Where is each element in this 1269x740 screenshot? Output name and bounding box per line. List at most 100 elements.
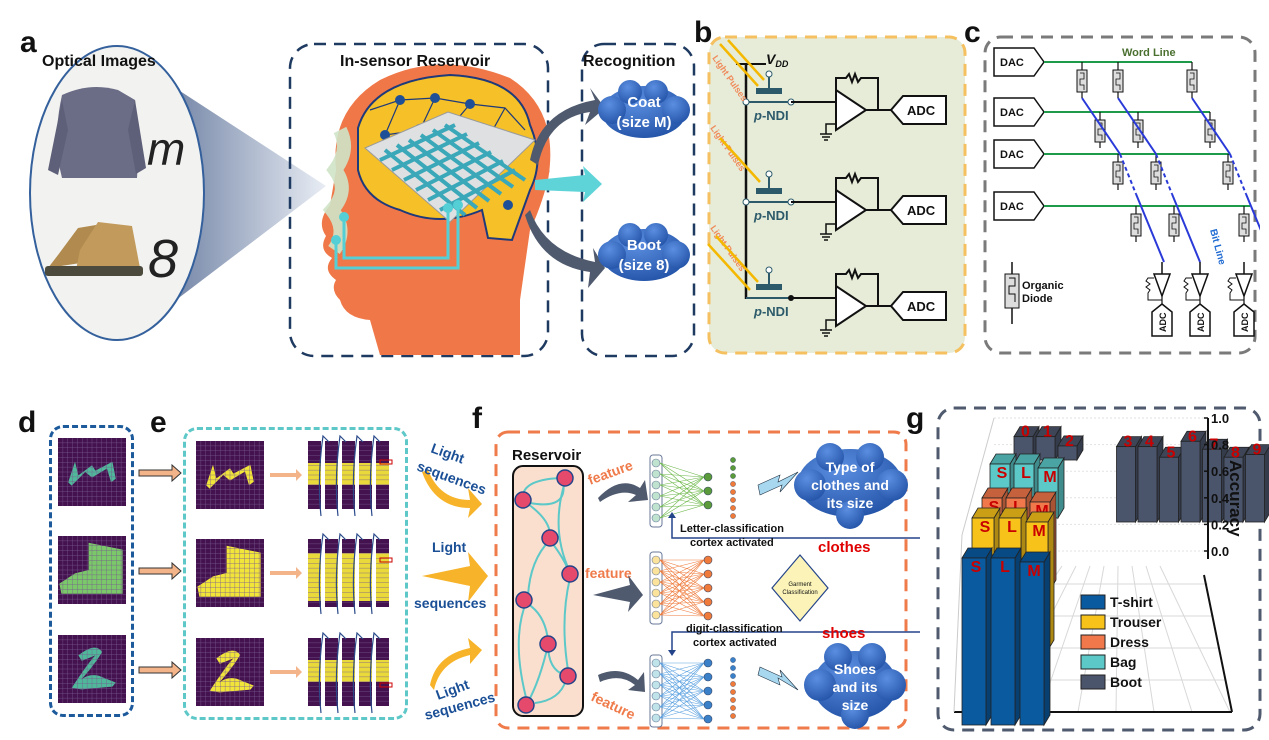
panel-a-label: a <box>20 26 37 59</box>
dac-4: DAC <box>993 191 1045 221</box>
svg-text:DAC: DAC <box>1000 149 1024 161</box>
bar-label: 5 <box>1167 444 1176 461</box>
light-arrow-bot <box>430 638 482 690</box>
svg-text:Classification: Classification <box>782 590 817 596</box>
svg-text:p-NDI: p-NDI <box>753 108 789 123</box>
input-image-2 <box>58 536 126 604</box>
reservoir-nodes <box>514 469 579 714</box>
panel-e-label: e <box>150 406 167 439</box>
svg-text:Shoes: Shoes <box>834 661 876 677</box>
svg-text:feature: feature <box>585 565 632 581</box>
t-shirt-bar-M: M <box>1019 550 1051 727</box>
svg-text:DAC: DAC <box>1000 57 1024 69</box>
bar-label: S <box>989 499 1000 516</box>
svg-text:shoes: shoes <box>822 625 865 642</box>
lightning-bot <box>757 666 799 691</box>
bar-label: L <box>1013 499 1023 516</box>
svg-text:Letter-classification: Letter-classification <box>680 523 784 535</box>
y-tick-label: 0.6 <box>1211 464 1229 479</box>
panel-d-box <box>49 425 134 717</box>
svg-text:Garment: Garment <box>788 582 812 588</box>
bar-label: M <box>1032 523 1045 540</box>
svg-text:ADC: ADC <box>1240 312 1250 332</box>
nn-layer-3 <box>649 654 736 728</box>
legend-label: Dress <box>1110 634 1149 650</box>
panel-f-label: f <box>472 402 482 435</box>
dac-1: DAC <box>993 47 1045 77</box>
binarized-image-1 <box>196 441 264 509</box>
svg-text:Organic: Organic <box>1022 280 1064 292</box>
bar-label: 6 <box>1188 428 1197 445</box>
panel-de-images <box>58 434 393 714</box>
svg-text:cortex activated: cortex activated <box>693 637 777 649</box>
cloud-type-of-clothes: Type of clothes and its size <box>794 443 908 529</box>
svg-text:Coat: Coat <box>627 94 660 111</box>
svg-text:Light: Light <box>432 539 467 555</box>
legend-label: T-shirt <box>1110 594 1153 610</box>
svg-text:clothes: clothes <box>818 539 871 556</box>
optical-cone <box>160 78 326 300</box>
arrow-d-to-e <box>138 561 182 581</box>
panel-a-diagram: m 8 Optical Images In-sensor R <box>29 42 696 358</box>
y-tick-label: 0.2 <box>1211 517 1229 532</box>
svg-text:and its: and its <box>832 679 877 695</box>
bar-label: S <box>971 559 982 576</box>
panel-f-network: Light sequences Light sequences Light se… <box>414 430 920 730</box>
light-wave <box>322 126 351 255</box>
recognition-title: Recognition <box>583 53 675 70</box>
svg-text:digit-classification: digit-classification <box>686 623 783 635</box>
y-tick-label: 0.8 <box>1211 438 1229 453</box>
svg-text:ADC: ADC <box>907 103 936 118</box>
bar-label: 4 <box>1145 434 1154 451</box>
legend-label: Bag <box>1110 654 1136 670</box>
bar-label: L <box>1021 465 1031 482</box>
legend-swatch-bag <box>1080 654 1106 670</box>
arrow-e-slice <box>270 567 302 579</box>
input-image-3 <box>58 635 126 703</box>
arrow-d-to-e <box>138 660 182 680</box>
nn-layer-1 <box>649 454 736 528</box>
svg-text:clothes and: clothes and <box>811 477 889 493</box>
svg-text:ADC: ADC <box>907 299 936 314</box>
svg-text:DAC: DAC <box>1000 201 1024 213</box>
bar-label: 0 <box>1021 424 1030 441</box>
svg-text:Word Line: Word Line <box>1122 47 1176 59</box>
bar-label: M <box>1043 469 1056 486</box>
organic-diode-legend: Organic Diode <box>1004 262 1064 324</box>
light-arrow-mid <box>422 552 488 602</box>
arrow-d-to-e <box>138 463 182 483</box>
sliced-sequence-3 <box>308 631 393 714</box>
svg-text:(size M): (size M) <box>616 114 671 131</box>
input-image-1 <box>58 438 126 506</box>
bar-label: S <box>980 519 991 536</box>
recognition-box <box>580 42 696 358</box>
nn-layer-2 <box>649 551 713 625</box>
legend-swatch-dress <box>1080 634 1106 650</box>
svg-text:Boot: Boot <box>627 237 661 254</box>
bar-label: L <box>1000 559 1010 576</box>
svg-text:(size 8): (size 8) <box>619 257 670 274</box>
sweater-image <box>48 86 146 178</box>
arrow-e-slice <box>270 666 302 678</box>
boot-bar-9: 9 <box>1244 442 1269 524</box>
svg-text:cortex activated: cortex activated <box>690 537 774 549</box>
svg-text:feature: feature <box>589 688 638 722</box>
optical-images-title: Optical Images <box>42 53 156 70</box>
in-sensor-reservoir-title: In-sensor Reservoir <box>340 53 490 70</box>
svg-text:ADC: ADC <box>1196 312 1206 332</box>
svg-text:Reservoir: Reservoir <box>512 447 581 464</box>
boots-image <box>45 222 143 276</box>
svg-text:sequences: sequences <box>414 595 487 611</box>
sensor-wires <box>334 207 460 270</box>
light-arrow-top <box>422 470 482 518</box>
y-axis-label: Accuracy <box>1226 460 1245 537</box>
lightning-top <box>757 471 799 496</box>
handwritten-8: 8 <box>148 229 178 289</box>
bar-label: 8 <box>1231 444 1240 461</box>
legend-label: Boot <box>1110 674 1142 690</box>
svg-text:p-NDI: p-NDI <box>753 208 789 223</box>
legend-swatch-t-shirt <box>1080 594 1106 610</box>
bar-label: L <box>1007 519 1017 536</box>
